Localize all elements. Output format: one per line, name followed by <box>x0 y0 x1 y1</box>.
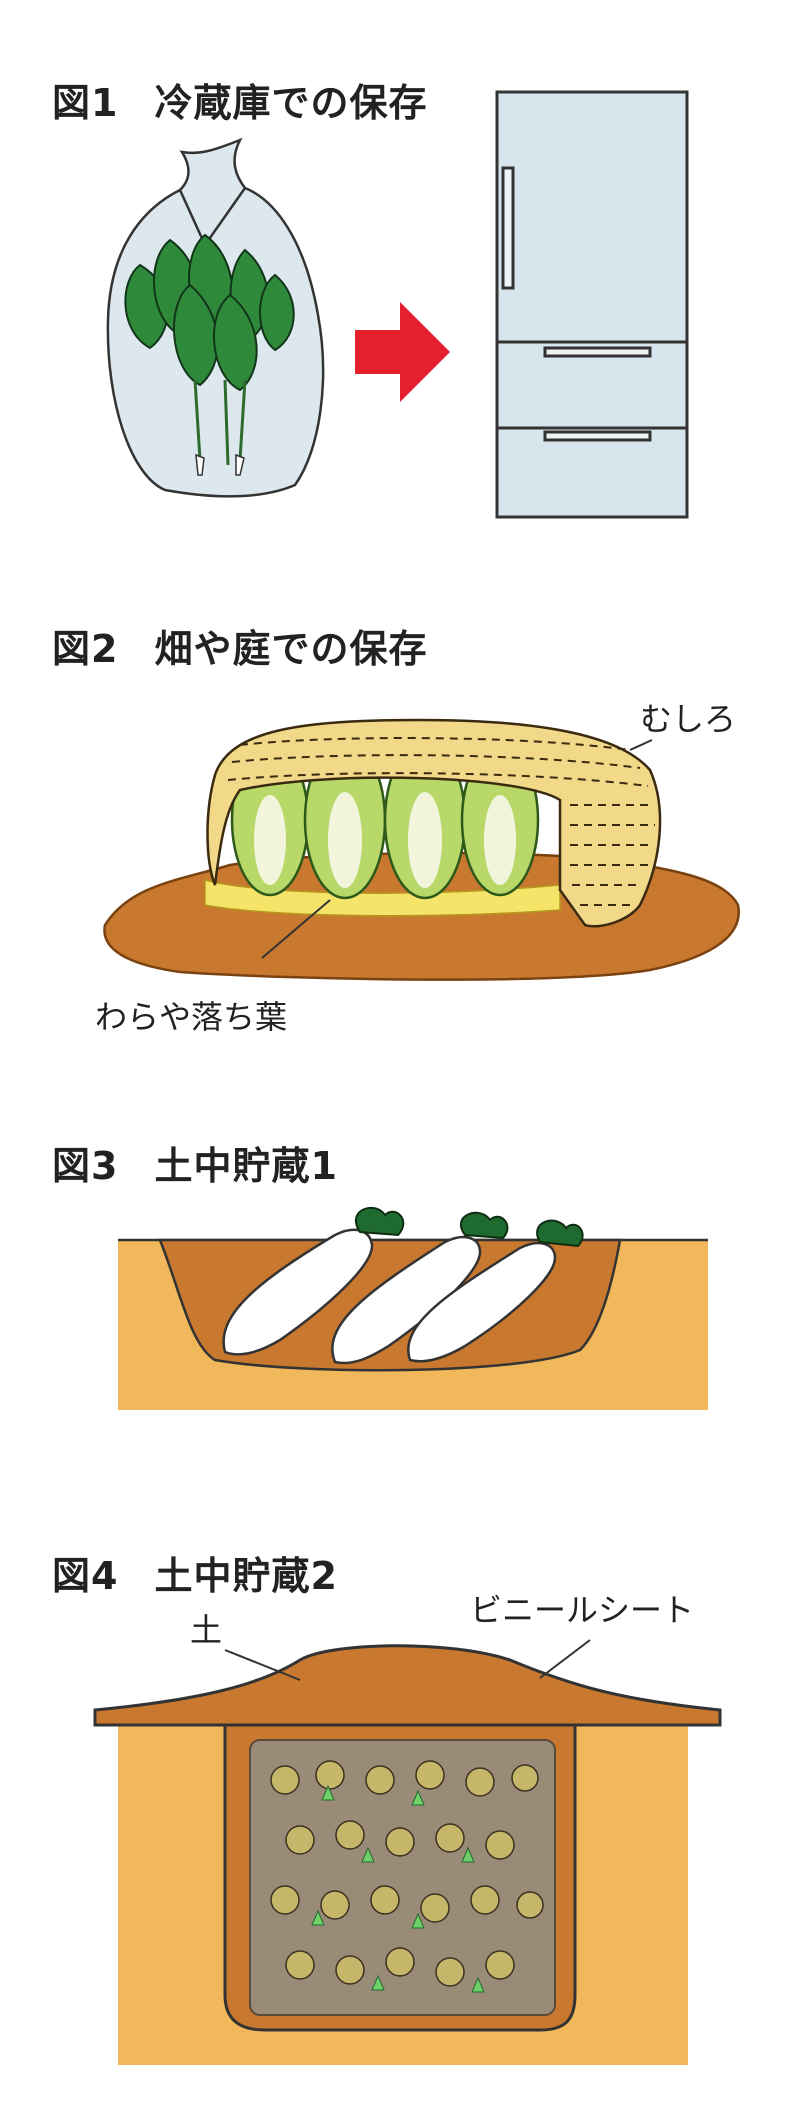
figure-1-illustration <box>106 90 689 519</box>
cabbage-under-mat-icon <box>103 718 740 981</box>
figure-2-illustration <box>103 718 740 981</box>
figure-4-illustration <box>93 1639 722 2065</box>
figure-4-caption: 土中貯蔵2 <box>154 1554 338 1598</box>
figure-2-title: 図2 畑や庭での保存 <box>52 618 427 673</box>
figure-3-title: 図3 土中貯蔵1 <box>52 1135 338 1190</box>
figure-4-number: 図4 <box>52 1554 119 1598</box>
refrigerator-icon <box>495 90 689 519</box>
figure-2-number: 図2 <box>52 627 119 671</box>
figure-1-number: 図1 <box>52 81 119 125</box>
buried-vegetables-pit-icon <box>93 1639 722 2065</box>
figure-3-caption: 土中貯蔵1 <box>154 1144 338 1188</box>
spinach-bag-icon <box>106 137 325 498</box>
figure-4-title: 図4 土中貯蔵2 <box>52 1545 338 1600</box>
sheet-label: ビニールシート <box>470 1591 695 1629</box>
radish-in-trench-icon <box>118 1206 708 1410</box>
arrow-right-icon <box>355 302 450 402</box>
mat-label: むしろ <box>640 700 737 738</box>
figure-1-caption: 冷蔵庫での保存 <box>154 81 428 125</box>
straw-label: わらや落ち葉 <box>95 998 288 1036</box>
soil-label: 土 <box>190 1611 223 1649</box>
figure-1-title: 図1 冷蔵庫での保存 <box>52 72 427 127</box>
figure-3-illustration <box>118 1206 708 1410</box>
figure-3-number: 図3 <box>52 1144 119 1188</box>
figure-2-caption: 畑や庭での保存 <box>154 627 428 671</box>
